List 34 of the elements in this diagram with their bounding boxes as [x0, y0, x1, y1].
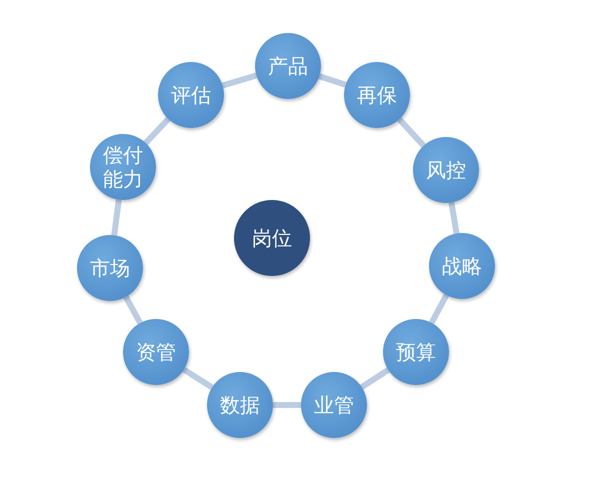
circle-node — [90, 134, 156, 200]
node-label: 偿付能力 — [102, 143, 144, 191]
connector-line — [273, 402, 301, 408]
connector-line — [428, 294, 450, 324]
circle-node — [123, 319, 189, 385]
circle-node — [255, 33, 321, 99]
connector-line — [318, 73, 347, 88]
connector-line — [397, 117, 426, 148]
connector-line — [111, 199, 122, 236]
circle-node — [344, 62, 410, 128]
connector-line — [360, 367, 390, 390]
circle-node — [77, 235, 143, 301]
node-label: 岗位 — [252, 226, 292, 250]
circle-node — [429, 233, 495, 299]
circle-node — [413, 137, 479, 203]
circle-node — [383, 319, 449, 385]
circle-node — [207, 372, 273, 438]
node-label: 数据 — [220, 393, 260, 417]
connector-line — [123, 296, 143, 324]
node-label: 战略 — [442, 254, 482, 278]
connector-line — [222, 72, 258, 88]
connector-line — [448, 202, 460, 234]
circle-node — [301, 372, 367, 438]
node-label: 资管 — [136, 340, 176, 364]
node-label: 评估 — [171, 83, 211, 107]
circle-node — [158, 62, 224, 128]
node-label: 业管 — [314, 393, 354, 417]
node-label: 产品 — [268, 54, 308, 78]
connector-line — [143, 116, 171, 146]
node-label: 再保 — [357, 83, 397, 107]
node-label: 预算 — [396, 340, 436, 364]
connector-line — [182, 367, 214, 390]
node-label: 风控 — [426, 158, 466, 182]
node-label: 市场 — [90, 256, 130, 280]
